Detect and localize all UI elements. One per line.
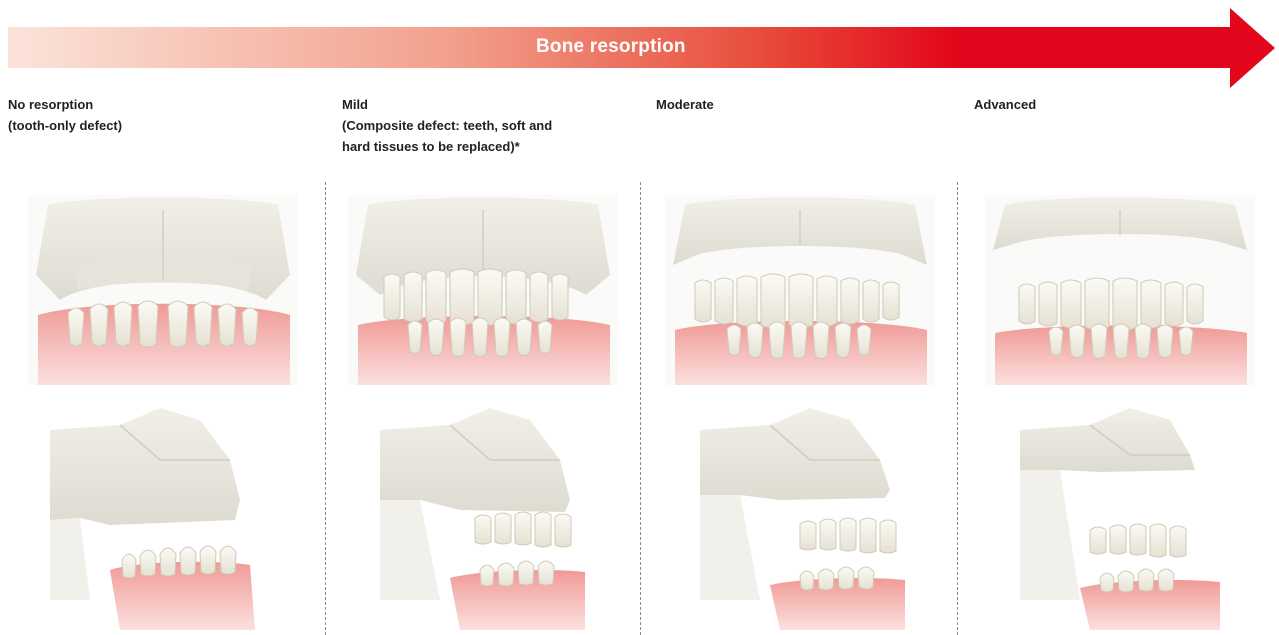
frontal-jaw-illustration: [28, 195, 298, 385]
stage-title: Mild: [342, 94, 642, 115]
stage-heading: No resorption (tooth-only defect): [8, 94, 308, 136]
stage-heading: Advanced: [974, 94, 1274, 115]
column-divider: [325, 182, 326, 635]
stage-subtitle: hard tissues to be replaced)*: [342, 136, 642, 157]
stage-subtitle: (Composite defect: teeth, soft and: [342, 115, 642, 136]
lateral-jaw-illustration: [700, 400, 910, 630]
frontal-jaw-illustration: [665, 195, 935, 385]
lateral-jaw-illustration: [380, 400, 590, 630]
stage-subtitle: (tooth-only defect): [8, 115, 308, 136]
stage-title: Advanced: [974, 94, 1274, 115]
stage-heading: Moderate: [656, 94, 956, 115]
frontal-jaw-illustration: [985, 195, 1255, 385]
column-divider: [640, 182, 641, 635]
frontal-jaw-illustration: [348, 195, 618, 385]
stage-heading: Mild (Composite defect: teeth, soft and …: [342, 94, 642, 157]
stage-title: Moderate: [656, 94, 956, 115]
stage-title: No resorption: [8, 94, 308, 115]
lateral-jaw-illustration: [1020, 400, 1230, 630]
column-divider: [957, 182, 958, 635]
lateral-jaw-illustration: [50, 400, 260, 630]
